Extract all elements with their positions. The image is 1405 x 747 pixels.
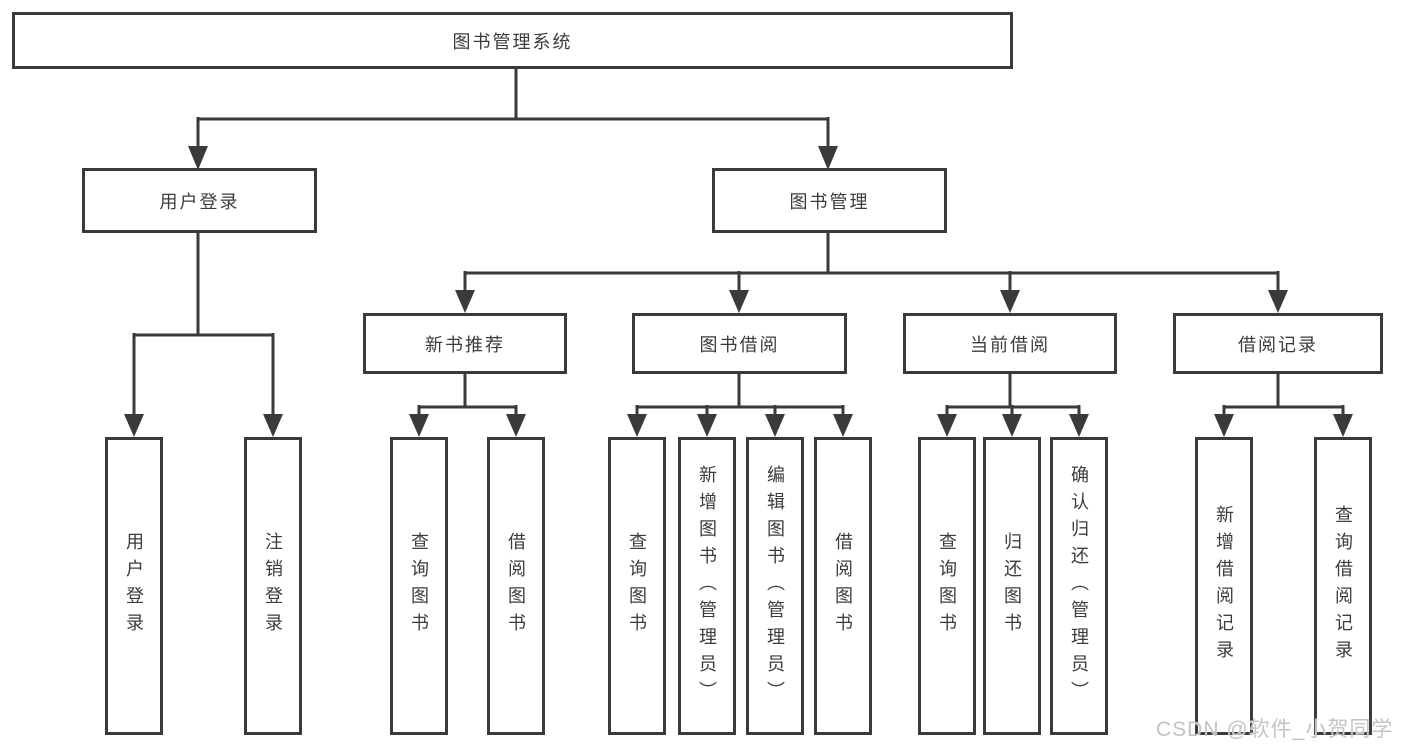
- node-current-borrowing: 当前借阅: [903, 313, 1117, 374]
- leaf-label: 借阅图书: [506, 532, 526, 640]
- leaf-query-books: 查询图书: [608, 437, 666, 735]
- arrowhead-icon: [263, 414, 283, 437]
- leaf-confirm-return-admin: 确认归还（管理员）: [1050, 437, 1108, 735]
- leaf-label: 查询图书: [627, 532, 647, 640]
- node-new-book-recommendation: 新书推荐: [363, 313, 567, 374]
- leaf-borrow-books: 借阅图书: [814, 437, 872, 735]
- leaf-logout: 注销登录: [244, 437, 302, 735]
- edge-userlogin-to-children: [132, 233, 275, 417]
- arrowhead-icon: [1214, 414, 1234, 437]
- arrowhead-icon: [124, 414, 144, 437]
- leaf-add-borrow-record: 新增借阅记录: [1195, 437, 1253, 735]
- arrowheads: [124, 146, 1353, 437]
- leaf-user-login: 用户登录: [105, 437, 163, 735]
- leaf-label: 借阅图书: [833, 532, 853, 640]
- edge-bookborrow-to-children: [635, 374, 845, 417]
- node-label: 借阅记录: [1238, 334, 1318, 355]
- leaf-label: 新增图书（管理员）: [697, 464, 717, 708]
- node-book-management: 图书管理: [712, 168, 947, 233]
- edge-root-to-level2: [196, 69, 830, 150]
- leaf-edit-books-admin: 编辑图书（管理员）: [746, 437, 804, 735]
- node-label: 图书借阅: [699, 334, 780, 355]
- leaf-query-books: 查询图书: [918, 437, 976, 735]
- node-user-login: 用户登录: [82, 168, 317, 233]
- edge-bookmgmt-to-children: [463, 233, 1280, 293]
- arrowhead-icon: [1333, 414, 1353, 437]
- arrowhead-icon: [409, 414, 429, 437]
- leaf-return-books: 归还图书: [983, 437, 1041, 735]
- arrowhead-icon: [1069, 414, 1089, 437]
- arrowhead-icon: [818, 146, 838, 170]
- leaf-query-borrow-record: 查询借阅记录: [1314, 437, 1372, 735]
- node-label: 图书管理: [789, 191, 870, 212]
- arrowhead-icon: [188, 146, 208, 170]
- leaf-label: 注销登录: [263, 532, 283, 640]
- node-label: 当前借阅: [970, 334, 1050, 355]
- leaf-query-books: 查询图书: [390, 437, 448, 735]
- arrowhead-icon: [506, 414, 526, 437]
- node-label: 图书管理系统: [452, 31, 573, 52]
- leaf-label: 查询图书: [937, 532, 957, 640]
- arrowhead-icon: [729, 290, 749, 313]
- arrowhead-icon: [1002, 414, 1022, 437]
- arrowhead-icon: [765, 414, 785, 437]
- node-label: 新书推荐: [425, 334, 505, 355]
- leaf-label: 确认归还（管理员）: [1069, 464, 1089, 708]
- arrowhead-icon: [697, 414, 717, 437]
- leaf-label: 查询借阅记录: [1333, 505, 1353, 667]
- csdn-watermark: CSDN @软件_小贺同学: [1156, 718, 1394, 741]
- node-library-system: 图书管理系统: [12, 12, 1013, 69]
- arrowhead-icon: [455, 290, 475, 313]
- arrowhead-icon: [833, 414, 853, 437]
- leaf-add-books-admin: 新增图书（管理员）: [678, 437, 736, 735]
- node-label: 用户登录: [159, 191, 240, 212]
- tree-edges: [132, 69, 1345, 417]
- edge-borrowrecord-to-children: [1222, 374, 1345, 417]
- arrowhead-icon: [627, 414, 647, 437]
- arrowhead-icon: [937, 414, 957, 437]
- edge-currentborrow-to-children: [945, 374, 1081, 417]
- leaf-label: 用户登录: [124, 532, 144, 640]
- edge-newbook-to-children: [417, 374, 518, 417]
- leaf-label: 查询图书: [409, 532, 429, 640]
- node-book-borrowing: 图书借阅: [632, 313, 847, 374]
- node-borrowing-records: 借阅记录: [1173, 313, 1383, 374]
- leaf-label: 归还图书: [1002, 532, 1022, 640]
- arrowhead-icon: [1000, 290, 1020, 313]
- leaf-borrow-books: 借阅图书: [487, 437, 545, 735]
- leaf-label: 编辑图书（管理员）: [765, 464, 785, 708]
- arrowhead-icon: [1268, 290, 1288, 313]
- leaf-label: 新增借阅记录: [1214, 505, 1234, 667]
